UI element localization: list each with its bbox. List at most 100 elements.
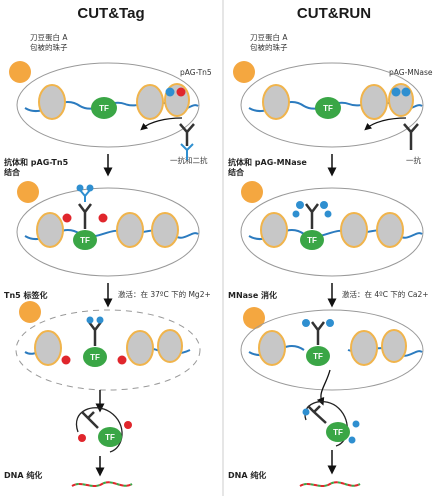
step1-label-line1: 抗体和 pAG-Tn5: [4, 157, 69, 167]
nucleosome: [38, 84, 66, 120]
tf-label: TF: [105, 433, 115, 442]
antibody-icon: [79, 189, 91, 202]
antibody-icon: [179, 123, 195, 146]
step3-label: DNA 纯化: [4, 470, 42, 480]
nucleosome: [376, 212, 404, 248]
nucleus-outline: [240, 187, 424, 277]
tf-label: TF: [307, 236, 317, 245]
transcription-factor: [91, 97, 117, 119]
curved-arrow-icon: [364, 117, 407, 131]
antibody-icon: [307, 405, 327, 424]
nucleosome: [34, 330, 62, 366]
nucleosome: [381, 329, 407, 363]
curved-arrow-icon: [140, 117, 183, 131]
pag-tn5-icon: [124, 421, 132, 429]
pag-tn5-icon: [61, 355, 71, 365]
tf-label: TF: [333, 428, 343, 437]
enzyme-label: pAG-Tn5: [180, 68, 212, 77]
cut-run-panel: 刀豆蛋白 A 包被的珠子 pAG-MNase 一抗 TF 抗体和 pAG-MNa…: [228, 32, 433, 487]
pag-mnase-icon: [296, 201, 304, 209]
antibody-icon: [88, 321, 102, 346]
tf-label: TF: [80, 236, 90, 245]
pag-mnase-icon: [324, 210, 332, 218]
antibody-icon: [311, 321, 325, 345]
transcription-factor: [98, 427, 122, 447]
transcription-factor: [73, 230, 97, 250]
step3-label: DNA 纯化: [228, 470, 266, 480]
nucleosome: [258, 330, 286, 366]
pag-tn5-icon: [96, 316, 104, 324]
bead-label-line2: 包被的珠子: [30, 42, 68, 52]
cut-tag-title: CUT&Tag: [77, 5, 144, 22]
step1-label-line1: 抗体和 pAG-MNase: [228, 157, 307, 167]
nucleosome: [350, 330, 378, 366]
antibody-label: 一抗和二抗: [170, 155, 208, 165]
dna-loop: [75, 407, 123, 453]
pag-tn5-icon: [62, 213, 72, 223]
pag-tn5-icon: [117, 355, 127, 365]
pag-tn5-icon: [86, 316, 94, 324]
activation-label: 激活：在 37ºC 下的 Mg2+: [118, 289, 211, 299]
antibody-label: 一抗: [406, 155, 421, 165]
nucleosome: [360, 84, 388, 120]
transcription-factor: [306, 346, 330, 366]
pag-mnase-icon: [302, 319, 310, 327]
pag-mnase-icon: [320, 201, 328, 209]
antibody-icon: [78, 203, 92, 229]
nucleosome: [262, 84, 290, 120]
bead: [233, 61, 255, 83]
pag-tn5-icon: [78, 434, 86, 442]
pag-mnase-icon: [391, 87, 401, 97]
nucleus-outline-dashed: [15, 309, 201, 391]
step2-label: MNase 消化: [228, 290, 277, 300]
transcription-factor: [300, 230, 324, 250]
pag-tn5-icon: [165, 87, 175, 97]
cut-run-title: CUT&RUN: [297, 5, 371, 22]
transcription-factor: [315, 97, 341, 119]
antibody-icon: [81, 411, 99, 429]
pag-tn5-icon: [86, 184, 94, 192]
nucleus-outline: [240, 62, 424, 148]
bead: [19, 301, 41, 323]
activation-label: 激活：在 4ºC 下的 Ca2+: [342, 289, 429, 299]
nucleosome: [260, 212, 288, 248]
nucleosome: [157, 329, 183, 363]
nucleosome: [136, 84, 164, 120]
enzyme-label: pAG-MNase: [389, 68, 433, 77]
nucleosome: [340, 212, 368, 248]
bead: [243, 307, 265, 329]
dna-fragment: [299, 481, 361, 487]
bead-label-line1: 刀豆蛋白 A: [30, 32, 68, 42]
nucleosome: [151, 212, 179, 248]
cut-tag-panel: 刀豆蛋白 A 包被的珠子 pAG-Tn5 一抗和二抗 TF 抗体和 pAG-Tn…: [4, 32, 212, 487]
transcription-factor: [326, 422, 350, 442]
bead-label-line2: 包被的珠子: [250, 42, 288, 52]
antibody-icon: [403, 123, 419, 150]
pag-mnase-icon: [292, 210, 300, 218]
bead: [9, 61, 31, 83]
nucleus-outline: [16, 187, 200, 277]
tf-label: TF: [90, 353, 100, 362]
tf-label: TF: [99, 104, 109, 113]
step1-label-line2: 结合: [4, 167, 21, 177]
bead-label-line1: 刀豆蛋白 A: [250, 32, 288, 42]
pag-mnase-icon: [302, 408, 310, 416]
tf-label: TF: [313, 352, 323, 361]
pag-mnase-icon: [401, 87, 411, 97]
pag-mnase-icon: [326, 319, 334, 327]
pag-mnase-icon: [352, 420, 360, 428]
nucleosome: [116, 212, 144, 248]
nucleus-outline: [240, 309, 424, 391]
nucleosome: [388, 83, 414, 117]
nucleosome: [126, 330, 154, 366]
dna-fragment: [71, 481, 133, 487]
pag-mnase-icon: [348, 436, 356, 444]
nucleosome: [36, 212, 64, 248]
nucleus-outline: [16, 62, 200, 148]
pag-tn5-icon: [98, 213, 108, 223]
step1-label-line2: 结合: [228, 167, 245, 177]
pag-tn5-icon: [76, 184, 84, 192]
bead: [241, 181, 263, 203]
antibody-icon: [180, 143, 194, 160]
